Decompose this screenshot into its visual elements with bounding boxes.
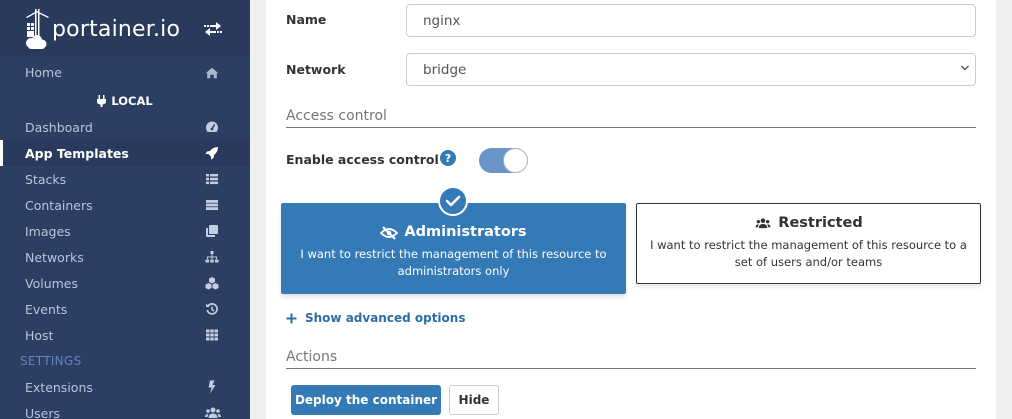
- sidebar-item-app-templates[interactable]: App Templates: [0, 140, 250, 166]
- portainer-logo-icon: [26, 9, 49, 49]
- name-input[interactable]: nginx: [406, 4, 976, 37]
- home-icon: [205, 67, 219, 79]
- sidebar: portainer.io Home LOCAL Dashboard App Te…: [0, 0, 250, 419]
- sidebar-item-label: Home: [25, 64, 62, 80]
- settings-section-title: SETTINGS: [20, 354, 82, 368]
- history-icon: [206, 303, 218, 315]
- cubes-icon: [205, 277, 219, 290]
- endpoint-label: LOCAL: [0, 88, 250, 114]
- deploy-container-button[interactable]: Deploy the container: [291, 385, 441, 415]
- bolt-icon: [208, 380, 216, 394]
- sidebar-item-label: Extensions: [25, 379, 93, 395]
- exchange-icon[interactable]: [204, 22, 222, 40]
- th-list-icon: [206, 174, 218, 185]
- sidebar-item-users[interactable]: Users: [0, 400, 250, 419]
- access-control-section-title: Access control: [286, 108, 976, 128]
- brand-header: portainer.io: [0, 0, 250, 56]
- plus-icon: [286, 313, 297, 323]
- toggle-knob: [503, 148, 528, 173]
- name-label: Name: [286, 12, 327, 27]
- network-select-value: bridge: [423, 61, 467, 78]
- plug-icon: [97, 95, 107, 107]
- option-description: I want to restrict the management of thi…: [650, 238, 967, 269]
- sidebar-item-dashboard[interactable]: Dashboard: [0, 114, 250, 140]
- sidebar-item-label: Containers: [25, 197, 93, 213]
- sidebar-item-label: Networks: [25, 249, 84, 265]
- users-icon: [755, 218, 771, 229]
- brand-logo[interactable]: portainer.io: [24, 7, 180, 51]
- sidebar-item-label: Events: [25, 301, 68, 317]
- access-control-toggle[interactable]: [479, 148, 528, 173]
- sidebar-item-label: App Templates: [25, 145, 129, 161]
- deploy-template-form: Name nginx Network bridge Access control…: [266, 0, 996, 419]
- sidebar-item-events[interactable]: Events: [0, 296, 250, 322]
- sidebar-item-networks[interactable]: Networks: [0, 244, 250, 270]
- sidebar-item-label: Users: [25, 405, 61, 419]
- name-input-value: nginx: [423, 12, 461, 29]
- sidebar-item-home[interactable]: Home: [0, 56, 250, 88]
- sidebar-item-images[interactable]: Images: [0, 218, 250, 244]
- server-icon: [206, 200, 218, 210]
- brand-name: portainer.io: [52, 16, 181, 42]
- sidebar-item-label: Dashboard: [25, 119, 93, 135]
- option-description: I want to restrict the management of thi…: [300, 247, 607, 278]
- sidebar-item-label: Host: [25, 327, 54, 343]
- sidebar-item-host[interactable]: Host: [0, 322, 250, 348]
- sidebar-item-label: Images: [25, 223, 71, 239]
- chevron-down-icon: [961, 65, 969, 71]
- actions-section-title: Actions: [286, 349, 976, 369]
- enable-access-control-label: Enable access control: [286, 152, 439, 167]
- rocket-icon: [205, 147, 218, 160]
- access-option-restricted[interactable]: Restricted I want to restrict the manage…: [636, 203, 981, 284]
- sidebar-item-extensions[interactable]: Extensions: [0, 374, 250, 400]
- show-advanced-options-link[interactable]: Show advanced options: [286, 311, 465, 325]
- sidebar-item-containers[interactable]: Containers: [0, 192, 250, 218]
- sidebar-item-label: Volumes: [25, 275, 79, 291]
- network-label: Network: [286, 62, 346, 77]
- hide-button[interactable]: Hide: [449, 385, 499, 415]
- access-option-administrators[interactable]: Administrators I want to restrict the ma…: [281, 203, 626, 294]
- clone-icon: [206, 225, 218, 237]
- th-icon: [206, 329, 218, 341]
- sitemap-icon: [205, 251, 219, 263]
- eye-slash-icon: [380, 225, 399, 240]
- sidebar-item-volumes[interactable]: Volumes: [0, 270, 250, 296]
- option-title: Administrators: [281, 224, 626, 241]
- help-icon[interactable]: ?: [440, 150, 456, 166]
- endpoint-name: LOCAL: [111, 94, 153, 108]
- sidebar-nav: Home LOCAL Dashboard App Templates Stack…: [0, 56, 250, 419]
- sidebar-item-stacks[interactable]: Stacks: [0, 166, 250, 192]
- option-title: Restricted: [637, 215, 980, 232]
- network-select[interactable]: bridge: [406, 53, 976, 86]
- users-icon: [205, 407, 221, 418]
- sidebar-item-label: Stacks: [25, 171, 67, 187]
- tachometer-icon: [206, 121, 218, 132]
- selected-check-icon: [438, 186, 468, 216]
